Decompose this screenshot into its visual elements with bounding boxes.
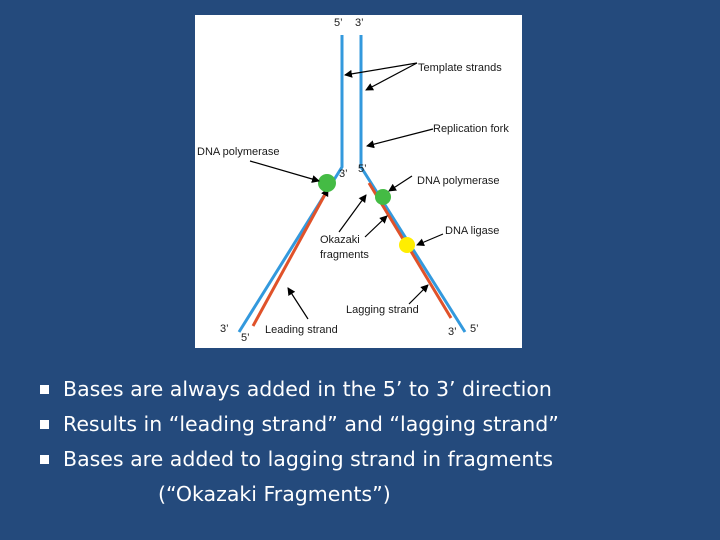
arrow-ligase xyxy=(416,233,444,246)
bullet-square-icon xyxy=(40,420,49,429)
bullet-item: Bases are added to lagging strand in fra… xyxy=(40,442,700,512)
template-strand-right xyxy=(359,35,467,333)
label-mid-5prime: 5’ xyxy=(358,163,367,175)
dna-polymerase-right-blob xyxy=(375,189,391,205)
label-bottom-left-5prime: 5’ xyxy=(241,332,250,344)
dna-ligase-blob xyxy=(399,237,415,253)
bullet-text: Bases are always added in the 5’ to 3’ d… xyxy=(63,377,552,401)
label-dna-polymerase-right: DNA polymerase xyxy=(417,175,500,187)
arrow-okazaki-1 xyxy=(338,194,367,233)
arrow-lagging-strand xyxy=(408,284,429,305)
label-mid-3prime: 3’ xyxy=(339,168,348,180)
bullet-list: Bases are always added in the 5’ to 3’ d… xyxy=(40,372,700,512)
bullet-item: Bases are always added in the 5’ to 3’ d… xyxy=(40,372,700,407)
arrow-leading-strand xyxy=(287,287,309,320)
arrow-template-right xyxy=(365,62,418,91)
bullet-text: Bases are added to lagging strand in fra… xyxy=(63,447,554,471)
label-bottom-left-3prime: 3’ xyxy=(220,323,229,335)
arrow-template-left xyxy=(344,62,418,78)
arrow-okazaki-2 xyxy=(364,215,388,238)
label-okazaki-line2: fragments xyxy=(320,249,369,261)
label-lagging-strand: Lagging strand xyxy=(346,304,419,316)
label-top-5prime: 5’ xyxy=(334,17,343,29)
template-strand-left xyxy=(237,35,344,333)
bullet-square-icon xyxy=(40,455,49,464)
okazaki-fragment-2 xyxy=(407,247,453,319)
label-replication-fork: Replication fork xyxy=(433,123,509,135)
bullet-square-icon xyxy=(40,385,49,394)
bullet-item: Results in “leading strand” and “lagging… xyxy=(40,407,700,442)
label-bottom-right-3prime: 3’ xyxy=(448,326,457,338)
okazaki-fragment-1 xyxy=(367,182,408,245)
replication-fork-diagram: 5’ 3’ Template strands Replication fork … xyxy=(197,17,509,344)
dna-polymerase-left-blob xyxy=(318,174,336,192)
label-okazaki-line1: Okazaki xyxy=(320,234,360,246)
bullet-text: Results in “leading strand” and “lagging… xyxy=(63,412,559,436)
leading-strand-line xyxy=(251,188,330,327)
bullet-text-continuation: (“Okazaki Fragments”) xyxy=(158,482,391,506)
arrow-polymerase-left xyxy=(249,160,320,183)
label-bottom-right-5prime: 5’ xyxy=(470,323,479,335)
label-template-strands: Template strands xyxy=(418,62,502,74)
label-top-3prime: 3’ xyxy=(355,17,364,29)
label-dna-ligase: DNA ligase xyxy=(445,225,499,237)
label-dna-polymerase-left: DNA polymerase xyxy=(197,146,280,158)
arrow-polymerase-right xyxy=(388,175,413,192)
dna-replication-figure: 5’ 3’ Template strands Replication fork … xyxy=(195,15,522,348)
arrow-replication-fork xyxy=(366,128,434,149)
label-leading-strand: Leading strand xyxy=(265,324,338,336)
